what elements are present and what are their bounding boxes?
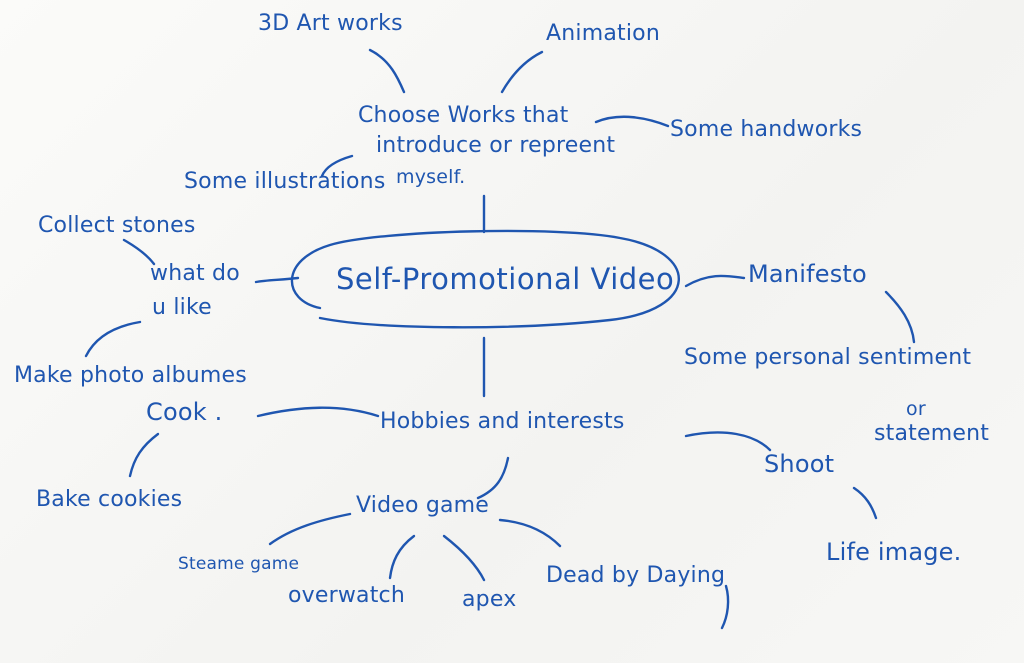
link-illustrations <box>320 154 354 178</box>
link-photo-albumes <box>84 320 142 358</box>
node-3d-art-works: 3D Art works <box>258 11 403 36</box>
node-shoot: Shoot <box>764 450 835 478</box>
node-video-game: Video game <box>356 493 490 518</box>
node-manifesto: Manifesto <box>748 260 867 288</box>
link-3d-art <box>368 48 406 94</box>
what-do-u-like-line-2: u like <box>152 295 212 320</box>
center-ellipse <box>290 229 680 329</box>
manifesto-child-line-1: Some personal sentiment <box>684 345 972 370</box>
node-cook: Cook . <box>146 398 223 426</box>
link-collect-stones <box>122 238 156 266</box>
node-some-illustrations: Some illustrations <box>184 169 386 194</box>
link-steame <box>268 512 352 546</box>
link-dead-by-daying <box>498 518 562 548</box>
node-some-handworks: Some handworks <box>670 117 863 142</box>
choose-works-line-1: Choose Works that <box>358 103 569 128</box>
link-animation <box>500 50 544 94</box>
link-center-what-like <box>254 276 300 284</box>
node-life-image: Life image. <box>826 538 962 566</box>
link-overwatch <box>388 534 416 580</box>
choose-works-line-2: introduce or repreent <box>376 133 616 158</box>
manifesto-child-line-3: statement <box>874 421 990 446</box>
link-center-manifesto <box>684 274 746 288</box>
link-hobbies-video-game <box>476 456 510 500</box>
dead-by-daying-tail <box>720 584 730 630</box>
link-apex <box>442 534 486 582</box>
node-apex: apex <box>462 587 517 612</box>
link-cook-bake <box>128 432 160 478</box>
node-collect-stones: Collect stones <box>38 213 196 238</box>
link-manifesto-sentiment <box>884 290 916 344</box>
node-overwatch: overwatch <box>288 583 405 608</box>
node-bake-cookies: Bake cookies <box>36 487 183 512</box>
manifesto-child-line-2: or <box>906 398 926 420</box>
link-handworks <box>594 115 670 128</box>
link-shoot-life <box>852 486 878 520</box>
node-steame-game: Steame game <box>178 554 300 574</box>
center-topic: Self-Promotional Video <box>336 262 675 296</box>
choose-works-line-3: myself. <box>396 166 466 188</box>
link-hobbies-shoot <box>684 431 772 452</box>
what-do-u-like-line-1: what do <box>150 261 240 286</box>
node-animation: Animation <box>546 21 660 46</box>
node-hobbies-and-interests: Hobbies and interests <box>380 409 625 434</box>
link-hobbies-cook <box>256 406 380 418</box>
node-dead-by-daying: Dead by Daying <box>546 563 726 588</box>
node-make-photo-albumes: Make photo albumes <box>14 363 247 388</box>
